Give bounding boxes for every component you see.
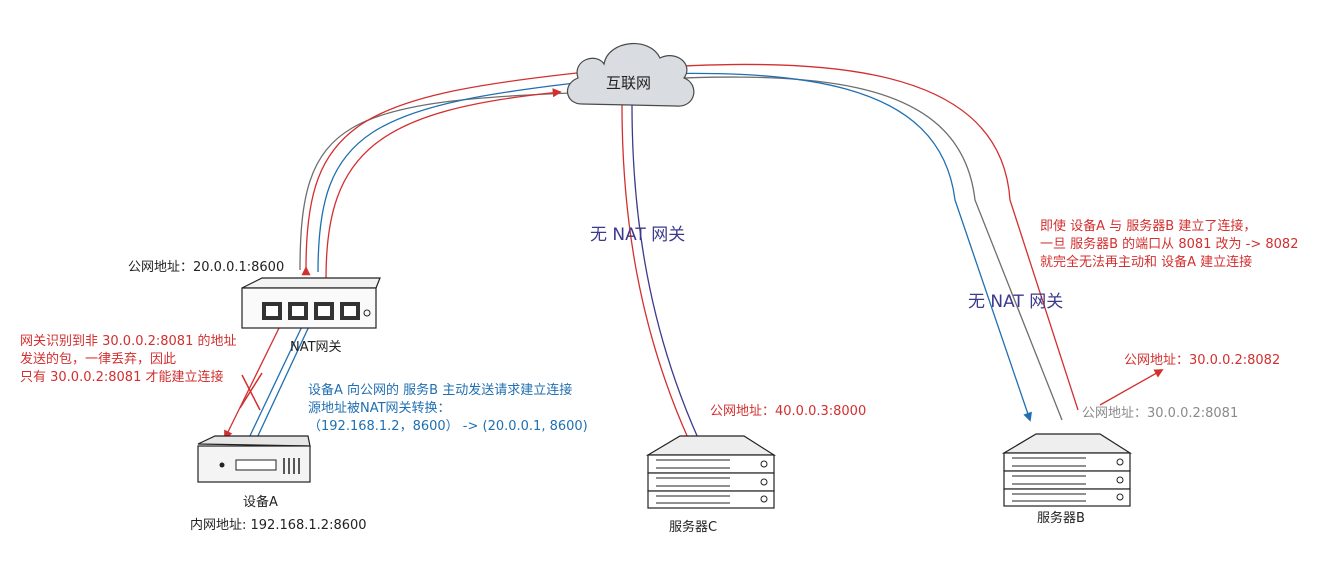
port-change-note: 即使 设备A 与 服务器B 建立了连接， 一旦 服务器B 的端口从 8081 改…: [1040, 219, 1299, 270]
link-cloud-gateway-red-inner: [325, 88, 562, 279]
server-c-icon: [645, 435, 777, 509]
server-b-no-nat: 无 NAT 网关: [968, 292, 1064, 312]
server-b-label: 服务器B: [1037, 511, 1085, 526]
link-gateway-cloud-grey: [299, 91, 601, 271]
server-c-label: 服务器C: [669, 520, 718, 535]
server-b-icon: [1001, 433, 1133, 507]
server-c-public-address: 公网地址：40.0.0.3:8000: [710, 404, 867, 419]
link-gateway-cloud-blue: [317, 79, 603, 273]
server-b-public-address-old: 公网地址：30.0.0.2:8081: [1082, 406, 1239, 421]
outbound-note: 设备A 向公网的 服务B 主动发送请求建立连接 源地址被NAT网关转换： （19…: [308, 383, 588, 434]
gateway-public-address: 公网地址：20.0.0.1:8600: [128, 260, 285, 275]
internet-cloud-icon: [567, 43, 695, 107]
gateway-label: NAT网关: [290, 340, 342, 355]
device-a-label: 设备A: [243, 495, 278, 510]
device-a-icon: [197, 435, 311, 483]
blocked-cross-icon: [239, 372, 263, 411]
link-cloud-serverb-grey: [599, 76, 1063, 421]
link-device-gateway-blue-2: [255, 319, 313, 441]
link-cloud-serverc-red: [621, 104, 689, 439]
link-cloud-gateway-red-outer: [301, 69, 606, 276]
internet-label: 互联网: [606, 74, 652, 92]
server-b-public-address-new: 公网地址：30.0.0.2:8082: [1124, 353, 1281, 368]
link-gateway-device-red: [224, 321, 283, 440]
link-cloud-serverb-blue: [599, 72, 1032, 422]
link-cloud-serverc-purple: [631, 104, 699, 439]
nat-gateway-switch-icon: [241, 277, 381, 329]
link-device-gateway-blue: [247, 316, 307, 441]
server-c-no-nat: 无 NAT 网关: [590, 225, 686, 245]
link-serverb-new-port-red: [1099, 369, 1164, 406]
device-a-internal-address: 内网地址: 192.168.1.2:8600: [190, 518, 367, 533]
gateway-filter-note: 网关识别到非 30.0.0.2:8081 的地址 发送的包，一律丢弃，因此 只有…: [20, 334, 237, 385]
